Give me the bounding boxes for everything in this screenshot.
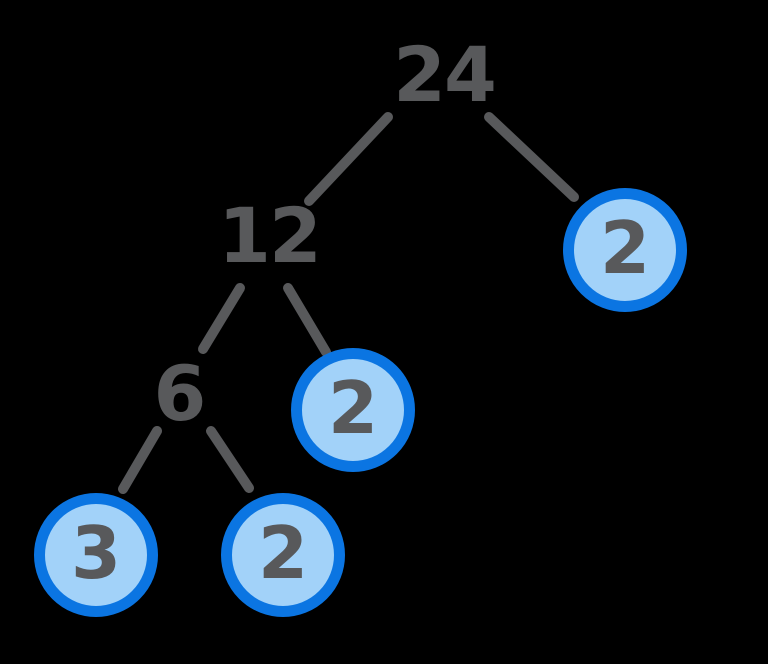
branch-24-2	[484, 112, 579, 202]
prime-node-2-bottom: 2	[221, 493, 345, 617]
node-6: 6	[153, 349, 207, 438]
branch-24-12	[304, 112, 393, 206]
branch-6-3	[118, 426, 162, 494]
branch-12-2	[283, 283, 331, 357]
node-12: 12	[218, 191, 322, 280]
branch-12-6	[198, 283, 245, 354]
prime-node-label: 2	[257, 511, 309, 595]
node-24: 24	[393, 30, 497, 119]
prime-node-3-bottom-left: 3	[34, 493, 158, 617]
branch-6-2	[206, 426, 254, 493]
prime-node-label: 3	[70, 511, 122, 595]
prime-node-2-right: 2	[563, 188, 687, 312]
prime-node-label: 2	[327, 366, 379, 450]
prime-node-2-middle: 2	[291, 348, 415, 472]
prime-node-label: 2	[599, 206, 651, 290]
